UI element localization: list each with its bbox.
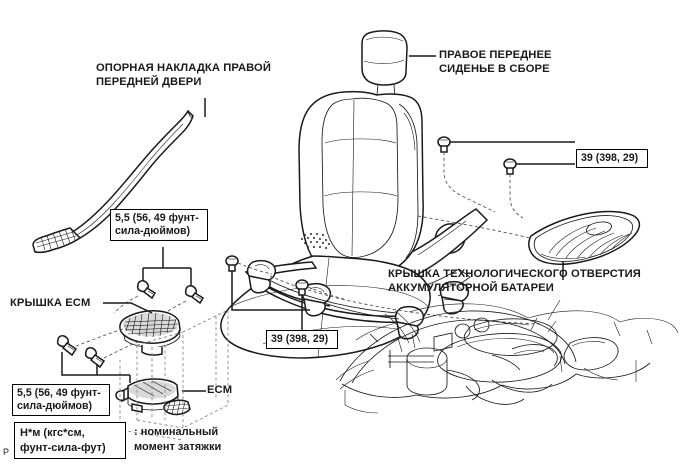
torque-spec-ecm-cover: 5,5 (56, 49 фунт- сила-дюймов) [12, 384, 110, 416]
screw-icon-ecm-2 [84, 347, 106, 369]
ecm-clip-icon [163, 399, 191, 416]
bolt-icon-seat-upper [437, 136, 451, 153]
engine-bay-icon [335, 303, 679, 414]
legend-description: : номинальный момент затяжки [134, 426, 222, 453]
screw-icon-scuff-1 [136, 280, 157, 300]
torque-spec-seat-rear: 39 (398, 29) [266, 330, 338, 349]
battery-cover-icon [528, 210, 641, 265]
torque-spec-scuff-plate: 5,5 (56, 49 фунт- сила-дюймов) [110, 209, 208, 241]
bolt-icon-seat-front [225, 255, 239, 272]
screw-icon-scuff-2 [184, 285, 205, 305]
bolt-icon-seat-right [503, 158, 517, 175]
legend-unit-box: Н*м (кгс*см, фунт-сила-фут) [14, 422, 126, 459]
screw-icon-ecm-1 [56, 335, 78, 357]
scuff-plate-icon [32, 109, 194, 254]
ecm-cover-icon [119, 310, 181, 356]
bolt-icon-seat-rear [295, 279, 309, 296]
label-scuff-plate: ОПОРНАЯ НАКЛАДКА ПРАВОЙ ПЕРЕДНЕЙ ДВЕРИ [96, 62, 271, 88]
ecm-unit-icon [115, 378, 179, 413]
leader-battery-engine [547, 299, 561, 321]
perforation-pattern [301, 233, 330, 249]
label-ecm: ECM [207, 384, 233, 396]
leader-ecm-cover [103, 302, 153, 314]
label-battery-cover: КРЫШКА ТЕХНОЛОГИЧЕСКОГО ОТВЕРСТИЯ АККУМУ… [388, 268, 641, 294]
seat-icon [220, 30, 489, 359]
label-seat-assembly: ПРАВОЕ ПЕРЕДНЕЕ СИДЕНЬЕ В СБОРЕ [439, 49, 552, 75]
corner-mark: P [3, 447, 10, 457]
label-ecm-cover: КРЫШКА ECM [10, 297, 91, 309]
torque-spec-seat-upper: 39 (398, 29) [576, 149, 648, 168]
